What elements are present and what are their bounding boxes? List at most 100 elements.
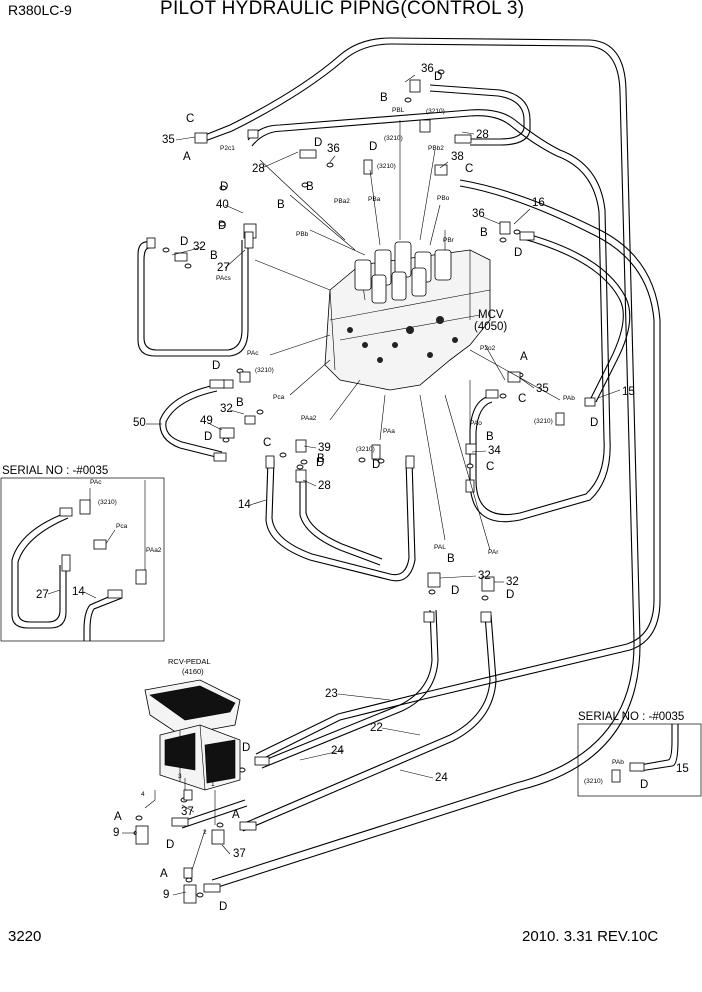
inset-left-port-paa2: PAa2 [146, 547, 162, 554]
pipe-fitting [295, 439, 307, 453]
pipe-fitting [371, 444, 381, 460]
spec-code-label: (3210) [377, 163, 396, 170]
part-number-14: 14 [238, 499, 251, 511]
leader-line [513, 208, 531, 225]
inset-left-code: (3210) [98, 499, 117, 506]
port-label-pbb2: PBb2 [428, 145, 444, 152]
spec-code-label: (3210) [356, 446, 375, 453]
part-number-28: 28 [252, 163, 265, 175]
port-label-paa: PAa [383, 428, 395, 435]
spec-code-label: (3210) [255, 367, 274, 374]
part-number-22: 22 [370, 722, 383, 734]
part-number-32: 32 [193, 241, 206, 253]
leader-lines [122, 74, 621, 896]
pipe-fitting [239, 821, 257, 831]
leader-line [337, 693, 391, 701]
letter-callout-b: B [306, 181, 314, 193]
letter-callout-a: A [183, 151, 191, 163]
letter-callout-b: B [480, 227, 488, 239]
letter-callout-d: D [242, 742, 250, 754]
leader-line [224, 204, 244, 214]
port-label-pba: PBa [368, 196, 381, 203]
letter-callout-a: A [232, 809, 240, 821]
pipe-fitting [244, 415, 256, 425]
o-ring [326, 162, 334, 168]
letter-callout-b: B [486, 431, 494, 443]
pipe-fitting [183, 789, 193, 801]
port-label-pab: PAb [563, 395, 575, 402]
letter-callout-c: C [263, 437, 271, 449]
port-label-pal: PAL [434, 544, 446, 551]
leader-line [209, 423, 223, 431]
letter-callout-d: D [372, 459, 380, 471]
pedal-port-2: 2 [203, 829, 207, 836]
pipe-fitting [247, 129, 259, 139]
port-label-pbo: PBo [437, 195, 450, 202]
o-ring [296, 464, 304, 470]
leader-line [399, 769, 434, 779]
inset-right-port-pab: PAb [612, 759, 624, 766]
pipe-fitting [434, 164, 448, 176]
o-ring [218, 221, 226, 227]
port-label-pacs: PAcs [216, 275, 231, 282]
leader-line [249, 499, 267, 506]
letter-callout-d: D [590, 417, 598, 429]
letter-callout-d: D [316, 457, 324, 469]
inset-right-part-d: D [640, 779, 648, 791]
part-number-15: 15 [622, 386, 635, 398]
letter-callout-d: D [434, 71, 442, 83]
port-label-paa2: PAa2 [301, 415, 317, 422]
leader-line [224, 249, 246, 269]
letter-callout-b: B [447, 553, 455, 565]
o-ring [358, 457, 366, 463]
part-number-28: 28 [318, 480, 331, 492]
letter-callout-c: C [465, 163, 473, 175]
letter-callout-b: B [210, 250, 218, 262]
pipe-fitting [454, 134, 472, 144]
revision-date: 2010. 3.31 REV.10C [522, 928, 659, 945]
inset-right-code: (3210) [584, 778, 603, 785]
leader-line [171, 246, 204, 256]
pipe-fitting [203, 883, 221, 893]
letter-callout-a: A [520, 351, 528, 363]
rcv-pedal-label: RCV-PEDAL [168, 657, 211, 666]
inset-right: SERIAL NO : -#0035 PAb (3210) 15 D [577, 711, 702, 797]
pipe-fitting [239, 371, 251, 383]
leader-line [482, 216, 501, 225]
part-number-35: 35 [162, 134, 175, 146]
o-ring [377, 458, 385, 464]
part-number-16: 16 [532, 197, 545, 209]
leader-line [439, 575, 477, 579]
rcv-pedal: RCV-PEDAL (4160) 3 4 1 2 [141, 657, 241, 871]
pipe-fitting [465, 479, 475, 493]
leader-line [597, 389, 621, 399]
part-number-28: 28 [476, 129, 489, 141]
pipe-fitting [146, 237, 156, 249]
spec-code-label: (3210) [534, 418, 553, 425]
pipe-fitting [222, 379, 234, 389]
pipe-fitting [507, 371, 521, 383]
o-ring [481, 595, 489, 601]
part-number-36: 36 [327, 143, 340, 155]
pipe-fitting [295, 469, 307, 483]
part-number-32: 32 [506, 576, 519, 588]
part-number-24: 24 [435, 772, 448, 784]
part-number-36: 36 [472, 208, 485, 220]
pipe-fitting [423, 611, 435, 623]
part-number-50: 50 [133, 417, 146, 429]
o-ring [184, 263, 192, 269]
part-number-40: 40 [216, 199, 229, 211]
pipe-fitting [519, 231, 535, 241]
port-label-pba2: PBa2 [334, 198, 350, 205]
part-number-32: 32 [478, 570, 491, 582]
spec-code-label: (3210) [384, 135, 403, 142]
pipe-fitting [183, 867, 193, 879]
pipe-fitting [174, 252, 188, 262]
pipe-fitting [219, 427, 235, 439]
pipe-fitting [254, 756, 270, 766]
part-number-37: 37 [233, 848, 246, 860]
leader-line [221, 844, 231, 855]
letter-callout-d: D [219, 901, 227, 913]
pipe-fitting [135, 825, 149, 845]
port-label-pbl: PBL [392, 107, 405, 114]
